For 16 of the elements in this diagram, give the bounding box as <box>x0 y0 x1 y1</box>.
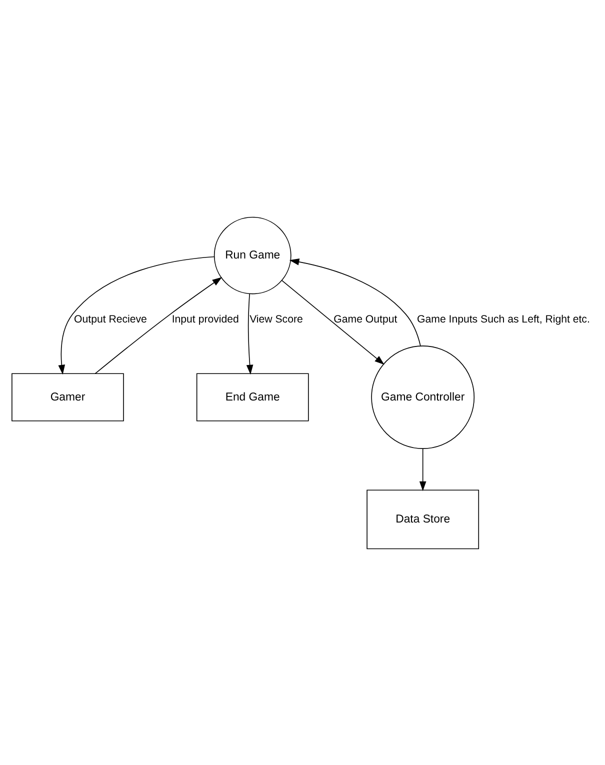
edge-label: Game Inputs Such as Left, Right etc. <box>417 313 590 326</box>
node-box: End Game <box>196 372 309 421</box>
arrow <box>58 256 215 374</box>
node-circle: Run Game <box>214 216 292 294</box>
node-box: Data Store <box>366 489 480 549</box>
edge-label: Output Recieve <box>74 313 147 326</box>
edge-label: Input provided <box>172 313 239 326</box>
arrow <box>419 448 426 491</box>
arrow <box>94 276 222 374</box>
arrow <box>281 280 384 364</box>
node-box: Gamer <box>12 372 124 421</box>
arrow <box>246 293 254 374</box>
arrow <box>289 258 421 346</box>
edge-label: Game Output <box>334 313 398 326</box>
node-circle: Game Controller <box>371 345 475 448</box>
edge-label: View Score <box>250 313 303 326</box>
